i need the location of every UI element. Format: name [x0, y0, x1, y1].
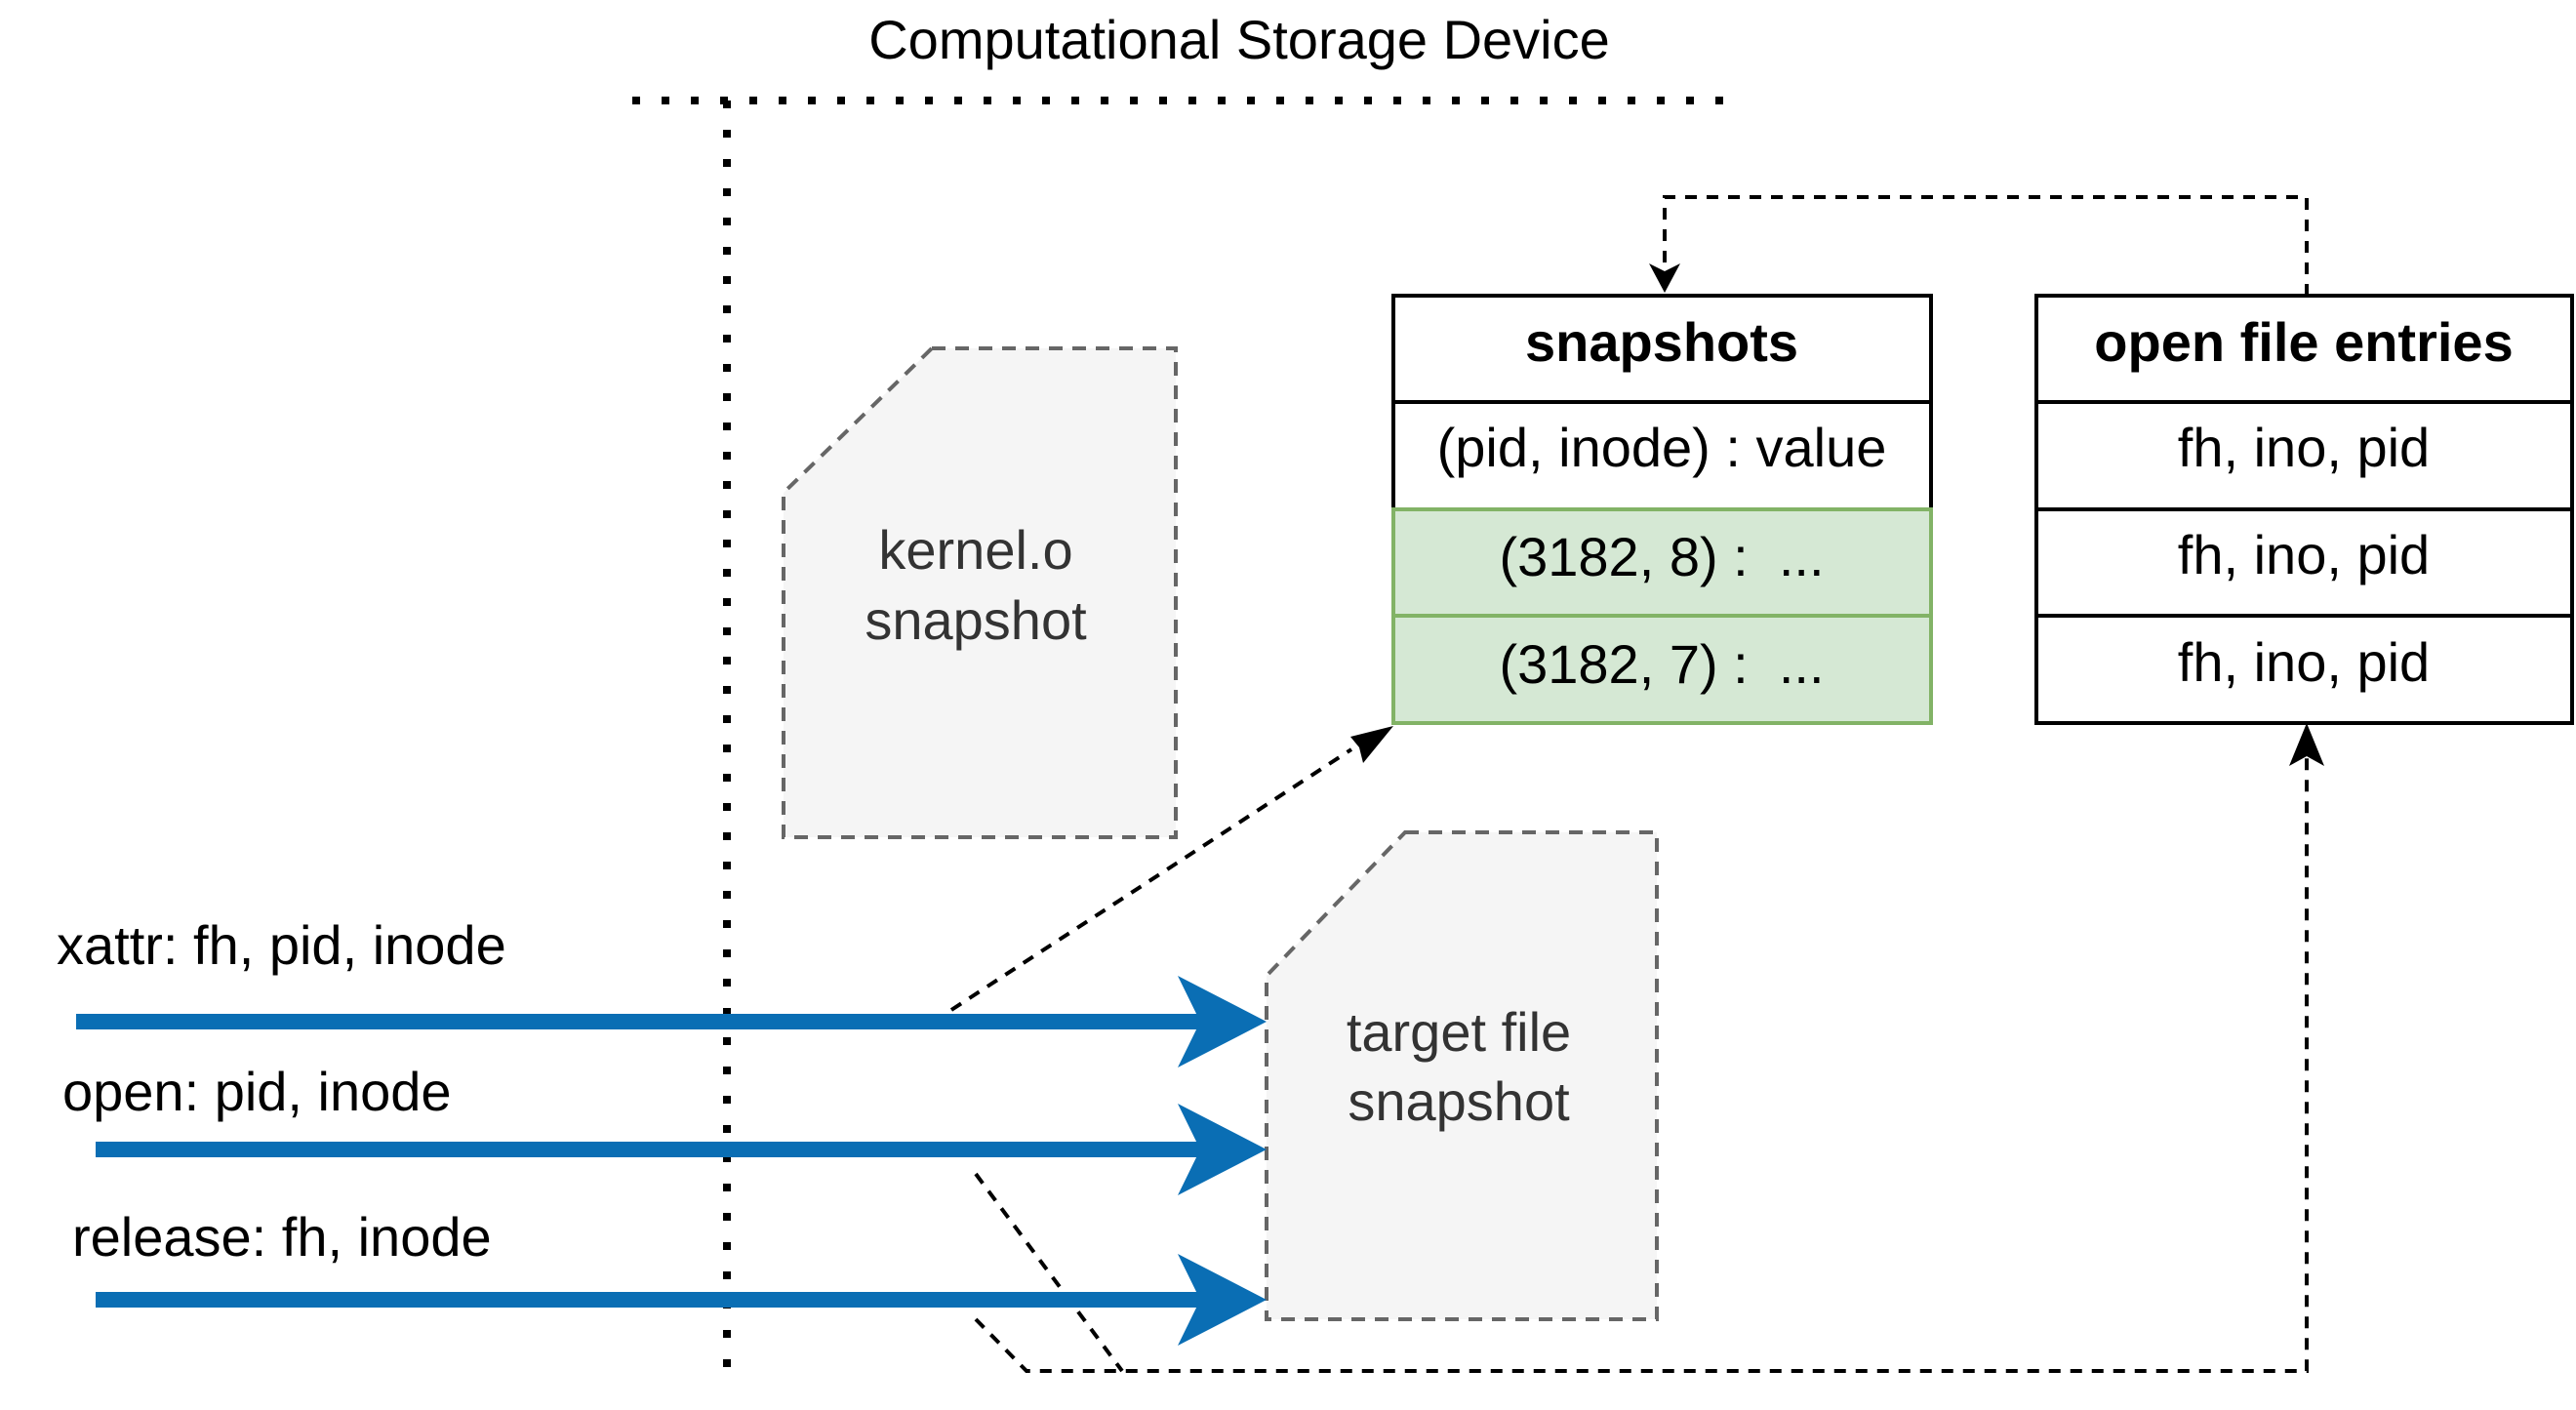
kernel-snapshot-label: kernel.o — [878, 519, 1072, 581]
device-title: Computational Storage Device — [868, 9, 1610, 70]
xattr-call-arrow: xattr: fh, pid, inode — [57, 914, 1267, 1068]
entries-to-snapshots-connector — [1649, 195, 2309, 296]
target-snapshot-label-2: snapshot — [1348, 1070, 1570, 1132]
snapshots-table: snapshots (pid, inode) : value (3182, 8)… — [1391, 294, 1933, 725]
snapshot-row-label: (3182, 7) : ... — [1499, 633, 1824, 695]
release-call-label: release: fh, inode — [72, 1206, 492, 1268]
open-release-to-entries-connector — [974, 723, 2324, 1373]
target-snapshot-document: target file snapshot — [1265, 830, 1659, 1321]
snapshot-row-label: (3182, 8) : ... — [1499, 526, 1824, 587]
snapshot-row — [1391, 614, 1933, 725]
xattr-to-snapshots-connector — [949, 726, 1393, 1012]
open-file-entry: fh, ino, pid — [2178, 631, 2430, 693]
open-file-entry: fh, ino, pid — [2178, 417, 2430, 478]
open-call-label: open: pid, inode — [62, 1061, 452, 1122]
open-file-entries-header: open file entries — [2094, 311, 2513, 373]
release-call-arrow: release: fh, inode — [72, 1206, 1267, 1346]
open-file-entries-table: open file entries fh, ino, pid fh, ino, … — [2034, 294, 2574, 725]
kernel-snapshot-label-2: snapshot — [865, 589, 1087, 651]
xattr-call-label: xattr: fh, pid, inode — [57, 914, 506, 976]
snapshots-header: snapshots — [1525, 311, 1798, 373]
open-call-arrow: open: pid, inode — [62, 1061, 1267, 1195]
kernel-snapshot-document: kernel.o snapshot — [782, 346, 1178, 839]
target-snapshot-label: target file — [1347, 1001, 1571, 1063]
open-file-entry: fh, ino, pid — [2178, 524, 2430, 585]
snapshots-schema: (pid, inode) : value — [1437, 417, 1887, 478]
